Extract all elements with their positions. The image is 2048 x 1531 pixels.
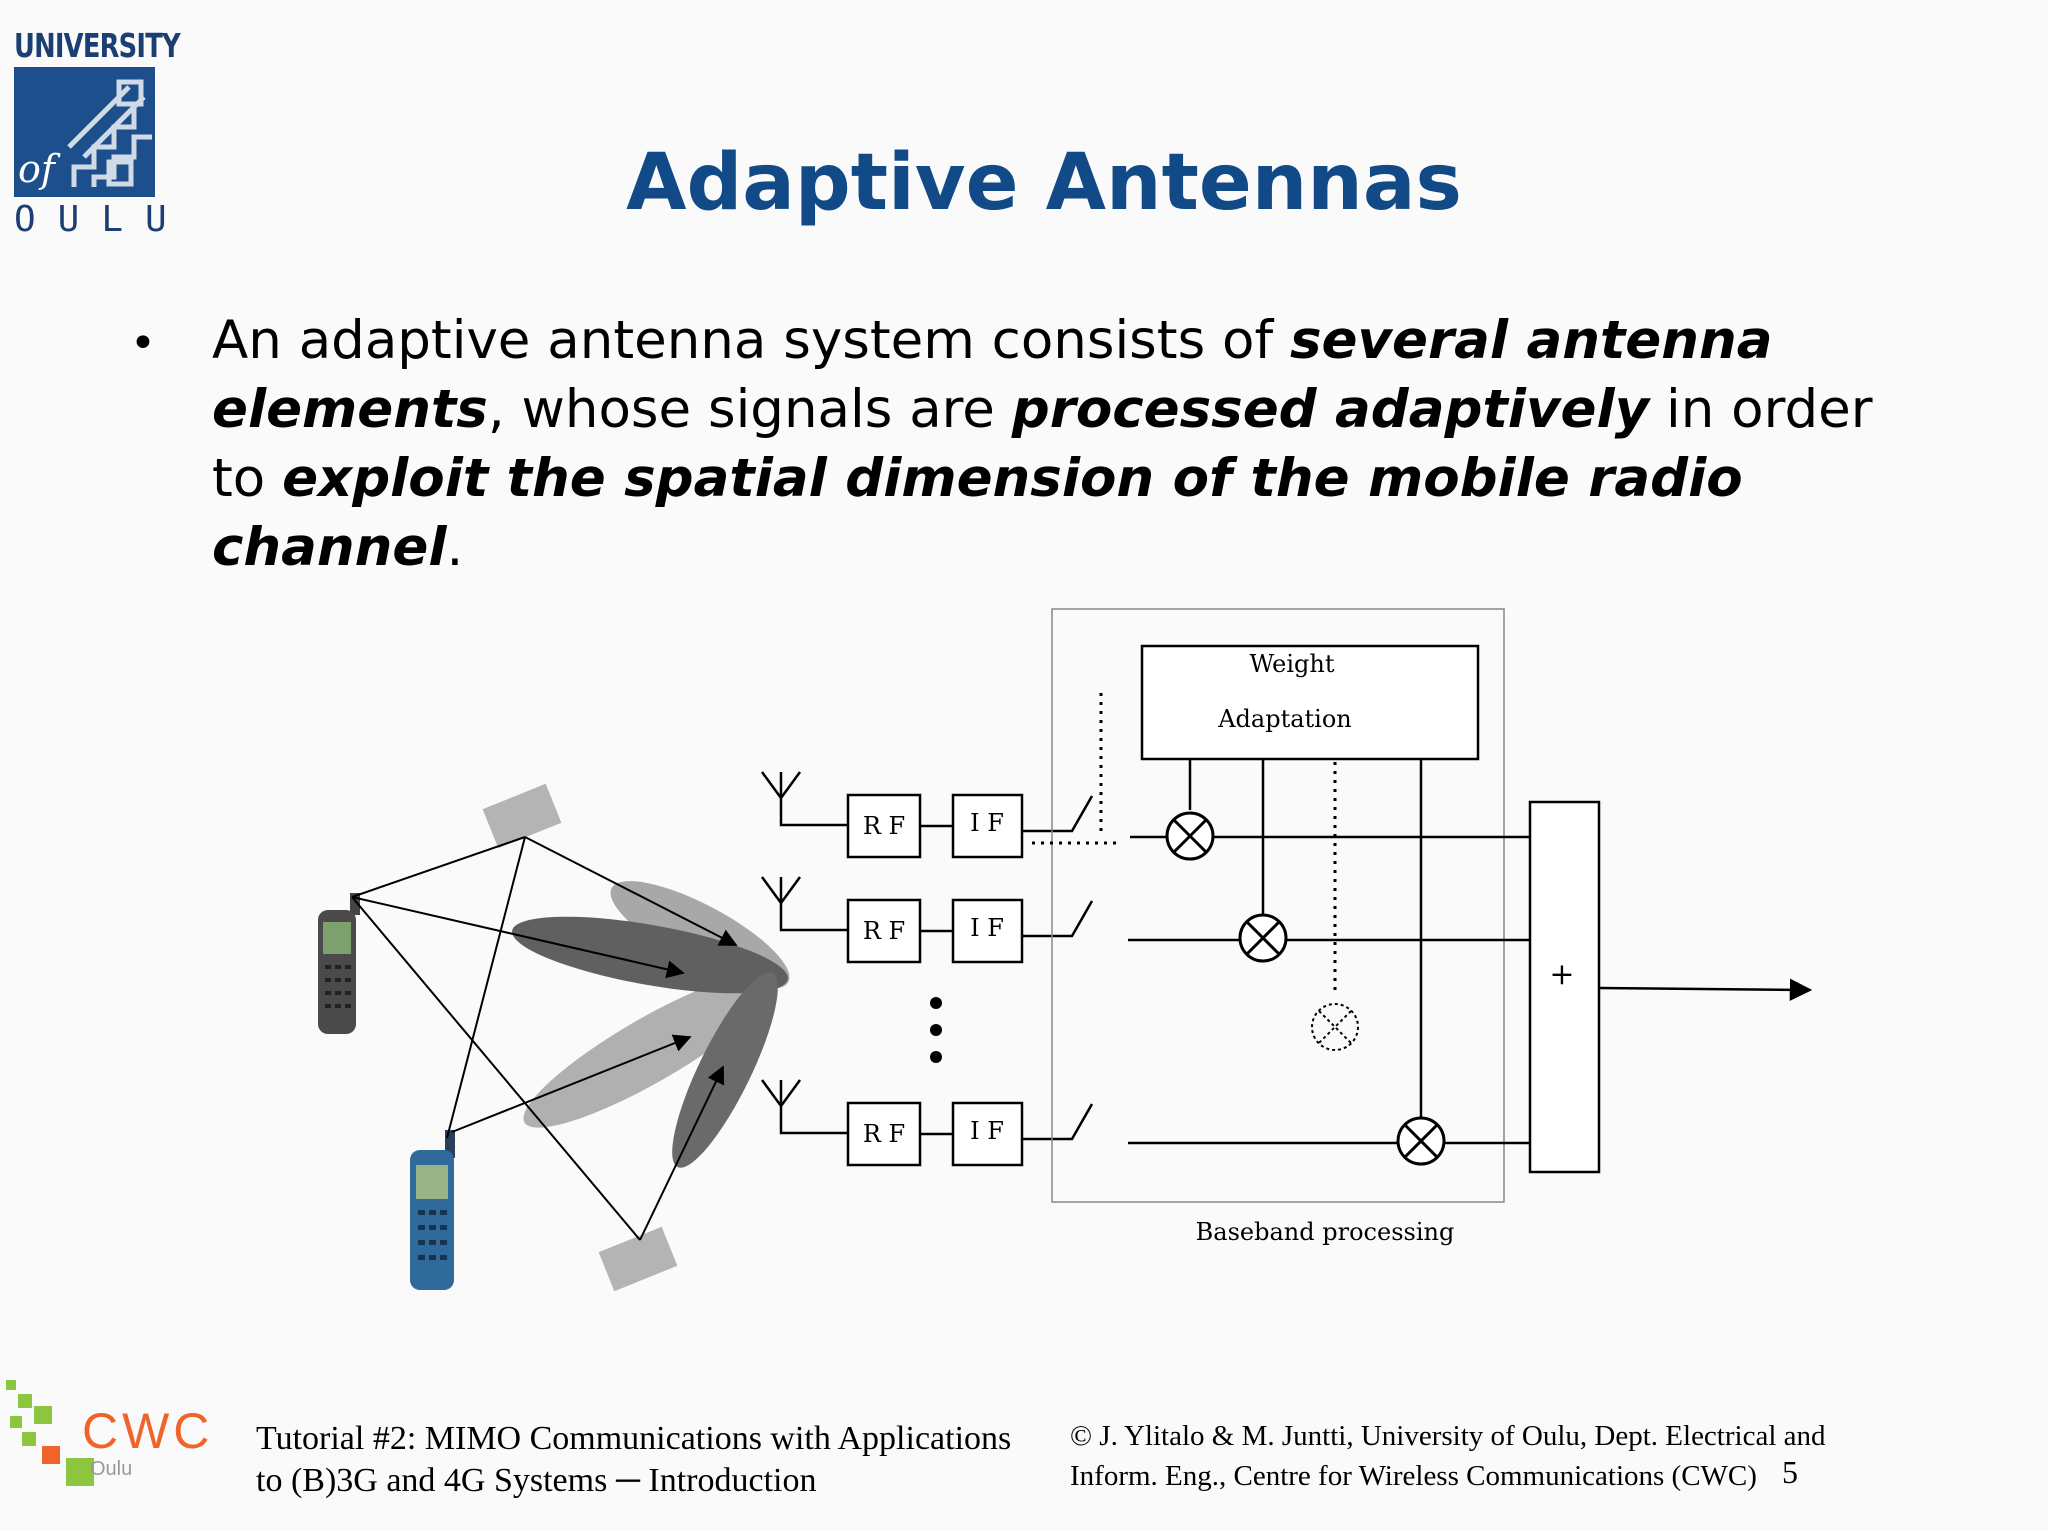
slide-title: Adaptive Antennas <box>626 138 1462 228</box>
weight-label-line1: Weight <box>1249 650 1334 678</box>
signal-lines <box>1128 835 1530 1145</box>
dotted-control-lines <box>1032 693 1337 995</box>
bullet-text: An adaptive antenna system consists of s… <box>212 306 1932 582</box>
baseband-processing-frame <box>1051 608 1505 1203</box>
output-arrow <box>1598 978 1813 1002</box>
combiner-sum-label: + <box>1549 957 1574 992</box>
if-label-2: I F <box>970 914 1004 942</box>
multiplier-3-icon <box>1396 1116 1446 1166</box>
weight-label-line2: Adaptation <box>1217 705 1352 733</box>
logo-of-text: of <box>18 147 55 191</box>
university-logo: UNIVERSITY of OULU <box>14 26 189 240</box>
bullet-emphasis-2: processed adaptively <box>1011 379 1650 440</box>
bullet-part-1: An adaptive antenna system consists of <box>212 310 1290 371</box>
baseband-processing-label: Baseband processing <box>1196 1218 1455 1246</box>
cwc-logo-subtext: Oulu <box>90 1458 133 1480</box>
footer-copyright-line1: © J. Ylitalo & M. Juntti, University of … <box>1070 1420 1826 1452</box>
if-box-1 <box>951 793 1024 859</box>
logo-oulu-text: OULU <box>14 199 189 240</box>
if-box-2 <box>951 898 1024 964</box>
bullet-emphasis-3: exploit the spatial dimension of the mob… <box>212 448 1743 578</box>
rf-box-2 <box>846 898 922 964</box>
mobile-phone-blue-icon <box>410 1130 455 1290</box>
multiplier-1-icon <box>1165 811 1215 861</box>
footer-tutorial-line1: Tutorial #2: MIMO Communications with Ap… <box>256 1420 1012 1457</box>
rf-box-3 <box>846 1101 922 1167</box>
scatterer-bottom <box>598 1226 678 1292</box>
mobile-phone-grey-icon <box>318 893 360 1034</box>
if-box-3 <box>951 1101 1024 1167</box>
rf-box-1 <box>846 793 922 859</box>
more-antennas-dots <box>930 997 942 1063</box>
multiplier-2-icon <box>1238 913 1288 963</box>
rf-label-2: R F <box>863 917 905 945</box>
cwc-logo-text: CWC <box>82 1403 214 1459</box>
multiplier-dotted-icon <box>1311 1003 1359 1051</box>
rf-label-3: R F <box>863 1120 905 1148</box>
antenna-elements <box>760 771 848 1135</box>
scatterer-top <box>482 783 562 849</box>
bullet-marker: • <box>130 318 156 369</box>
weight-adaptation-box <box>1140 644 1480 761</box>
bullet-part-4: . <box>446 517 464 578</box>
footer-copyright-line2: Inform. Eng., Centre for Wireless Commun… <box>1070 1460 1757 1492</box>
footer-tutorial: Tutorial #2: MIMO Communications with Ap… <box>256 1418 1056 1502</box>
footer-tutorial-line2: to (B)3G and 4G Systems ─ Introduction <box>256 1462 817 1499</box>
if-label-3: I F <box>970 1117 1004 1145</box>
signal-paths <box>351 836 738 1241</box>
combiner-box <box>1528 800 1601 1174</box>
footer-copyright: © J. Ylitalo & M. Juntti, University of … <box>1070 1416 1870 1496</box>
rf-label-1: R F <box>863 812 905 840</box>
antenna-beam-pattern <box>512 881 790 1168</box>
cwc-logo-icon <box>6 1380 94 1486</box>
logo-pattern-icon <box>67 79 152 187</box>
if-label-1: I F <box>970 809 1004 837</box>
page-number: 5 <box>1782 1454 1798 1490</box>
bullet-part-2: , whose signals are <box>487 379 1012 440</box>
if-output-switches <box>1022 795 1094 1141</box>
weight-control-lines <box>1188 759 1423 1117</box>
logo-emblem: of <box>14 67 155 197</box>
bullet-emphasis-1: several antenna elements <box>212 310 1773 440</box>
antenna-3-icon <box>760 1079 848 1135</box>
antenna-2-icon <box>760 876 848 932</box>
antenna-1-icon <box>760 771 848 827</box>
bullet-part-3: in order to <box>212 379 1873 509</box>
